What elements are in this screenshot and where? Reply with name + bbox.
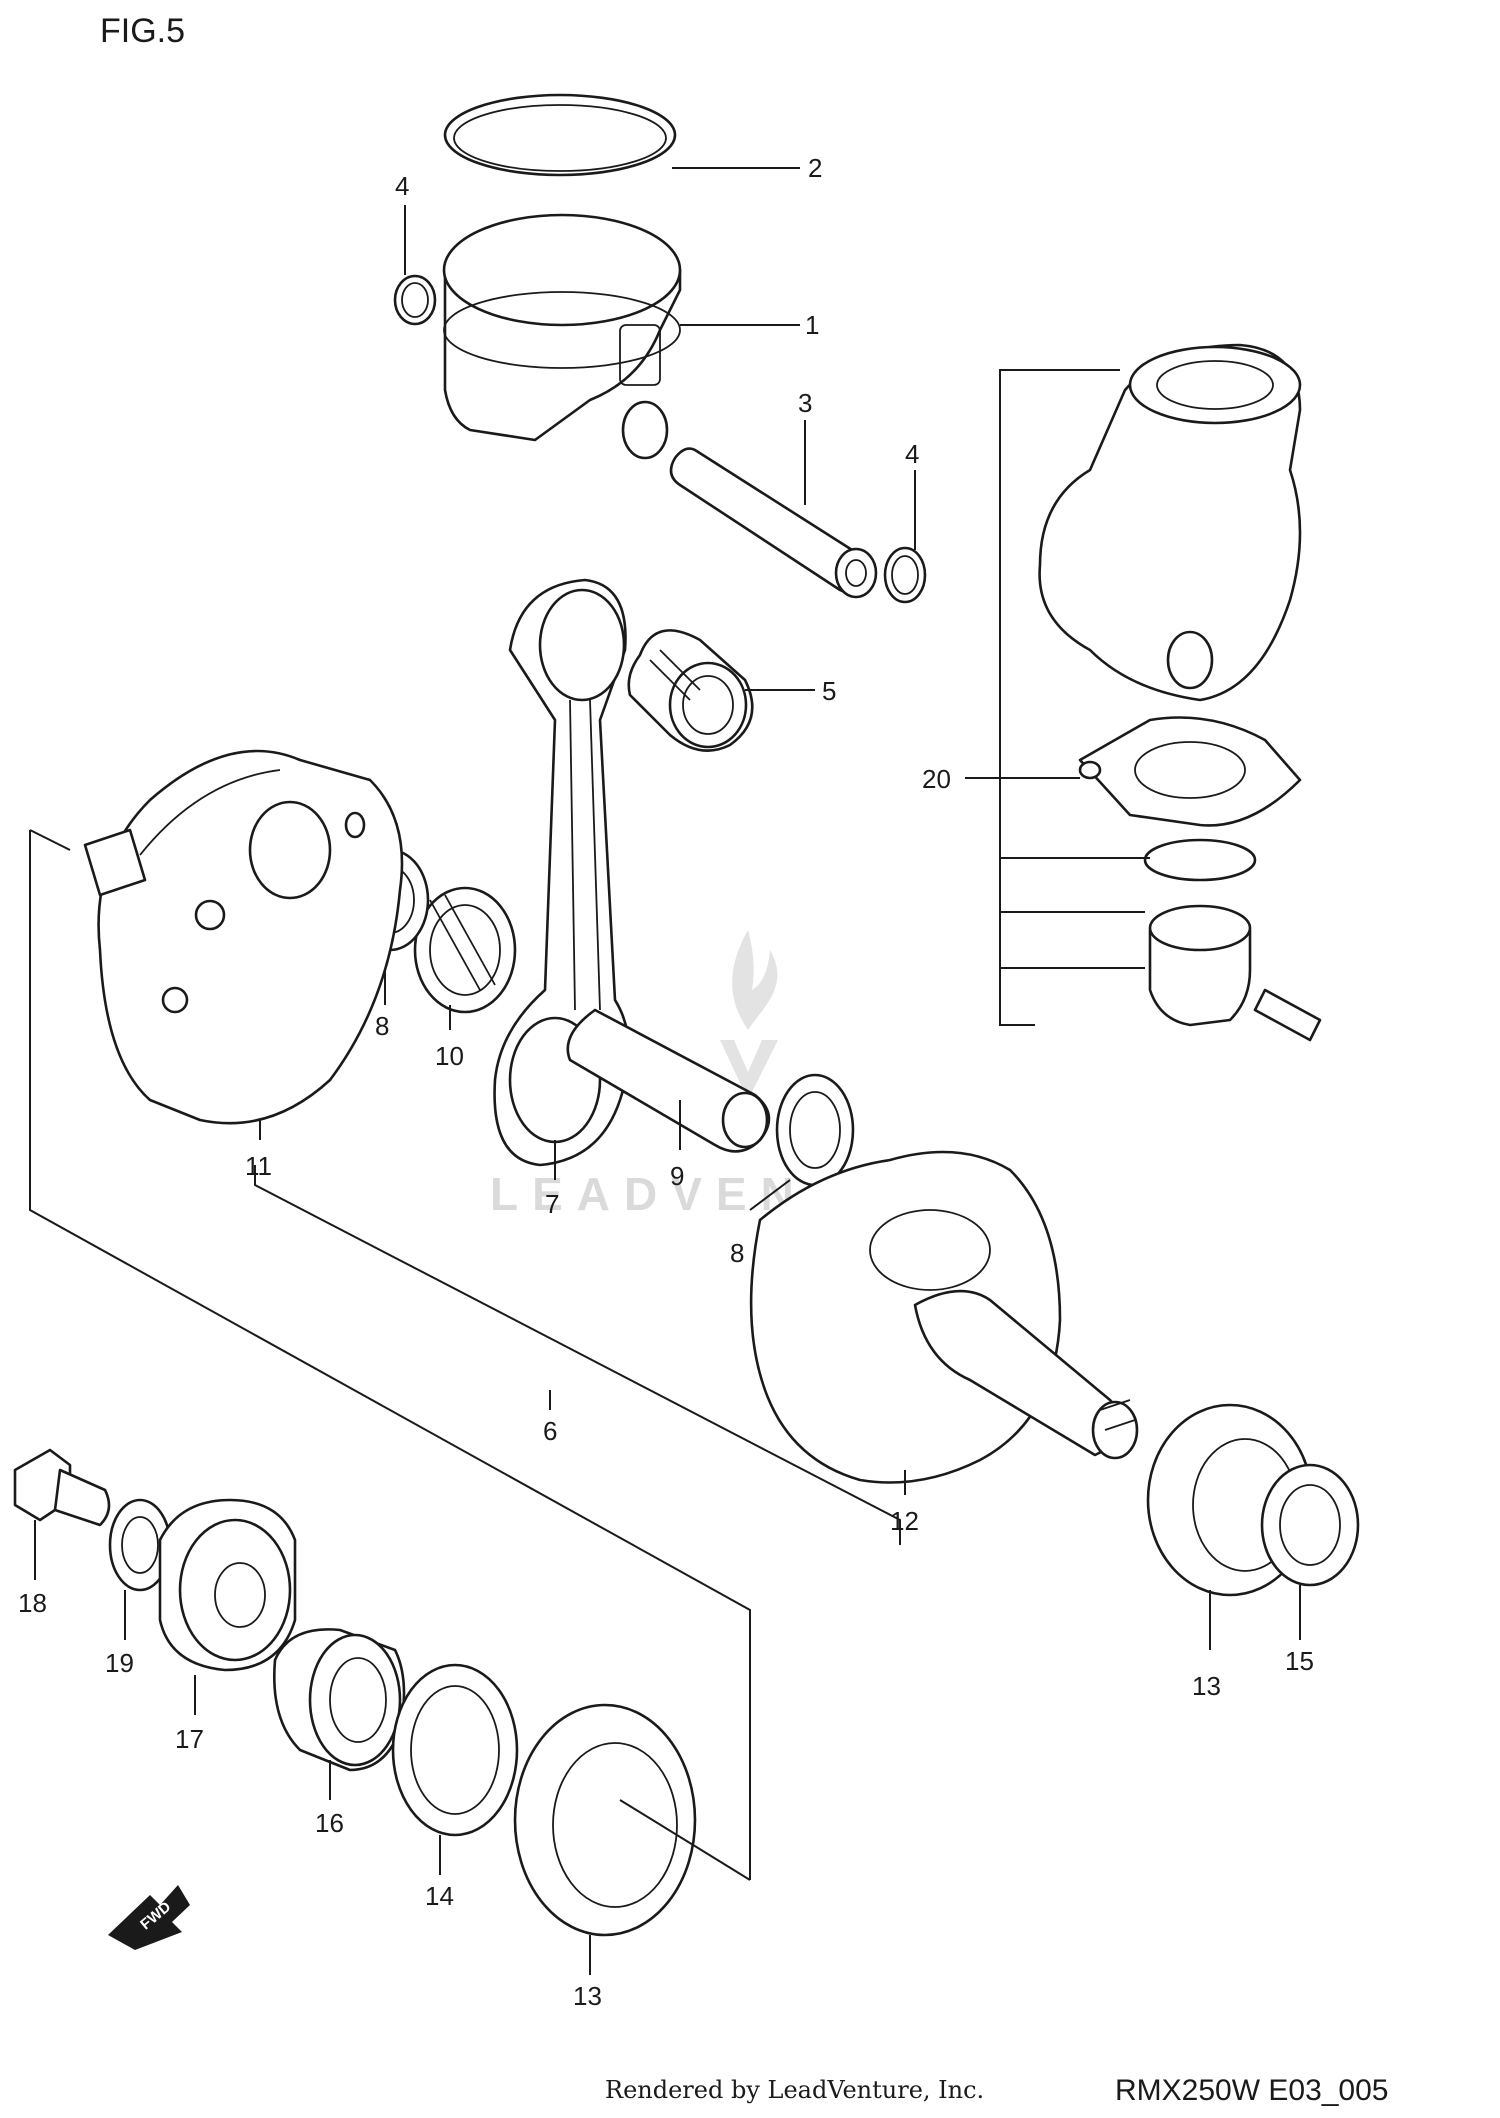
callout-19: 19 — [105, 1648, 134, 1678]
primary-drive-gear[interactable] — [158, 1498, 297, 1672]
small-end-needle-bearing[interactable] — [627, 629, 754, 752]
callout-12: 12 — [890, 1506, 919, 1536]
callout-16: 16 — [315, 1808, 344, 1838]
callout-8a: 8 — [375, 1011, 389, 1041]
callout-18: 18 — [18, 1588, 47, 1618]
callout-14: 14 — [425, 1881, 454, 1911]
piston-pin[interactable] — [669, 447, 878, 599]
callout-5: 5 — [822, 676, 836, 706]
diagram-model-code: RMX250W E03_005 — [1115, 2074, 1389, 2107]
piston-ring[interactable] — [443, 93, 677, 177]
oil-seal-right[interactable] — [1260, 1463, 1360, 1587]
callout-4a: 4 — [395, 171, 409, 201]
callout-9: 9 — [670, 1161, 684, 1191]
crank-pin[interactable] — [566, 1008, 771, 1153]
crankshaft-left-half[interactable] — [83, 749, 404, 1125]
callout-13a: 13 — [573, 1981, 602, 2011]
callout-1: 1 — [805, 310, 819, 340]
piston[interactable] — [442, 213, 682, 460]
figure-title: FIG.5 — [100, 12, 185, 50]
callout-6: 6 — [543, 1416, 557, 1446]
assembly-bracket-11-12 — [254, 1165, 901, 1545]
primary-drive-gear-bolt[interactable] — [13, 1448, 111, 1527]
rendered-by-credit: Rendered by LeadVenture, Inc. — [605, 2076, 984, 2104]
big-end-needle-bearing[interactable] — [413, 886, 517, 1014]
piston-pin-circlip-left[interactable] — [393, 274, 437, 326]
spacer[interactable] — [273, 1628, 406, 1772]
callout-10: 10 — [435, 1041, 464, 1071]
callout-7: 7 — [545, 1189, 559, 1219]
callout-8b: 8 — [730, 1238, 744, 1268]
crankshaft-bearing-left[interactable] — [513, 1703, 751, 1937]
callout-3: 3 — [798, 388, 812, 418]
callout-17: 17 — [175, 1724, 204, 1754]
callout-2: 2 — [808, 153, 822, 183]
cylinder-reference-inset — [999, 343, 1322, 1042]
forward-direction-arrow: FWD — [108, 1885, 190, 1950]
callout-13b: 13 — [1192, 1671, 1221, 1701]
callout-11: 11 — [245, 1151, 272, 1181]
callout-15: 15 — [1285, 1646, 1314, 1676]
callout-20: 20 — [922, 764, 951, 794]
assembly-bracket-6 — [29, 830, 751, 1880]
thrust-washer-right[interactable] — [775, 1073, 855, 1187]
crankshaft-right-half[interactable] — [749, 1150, 1139, 1484]
callout-4b: 4 — [905, 439, 919, 469]
piston-pin-circlip-right[interactable] — [883, 546, 927, 604]
oil-seal-left[interactable] — [391, 1663, 519, 1837]
